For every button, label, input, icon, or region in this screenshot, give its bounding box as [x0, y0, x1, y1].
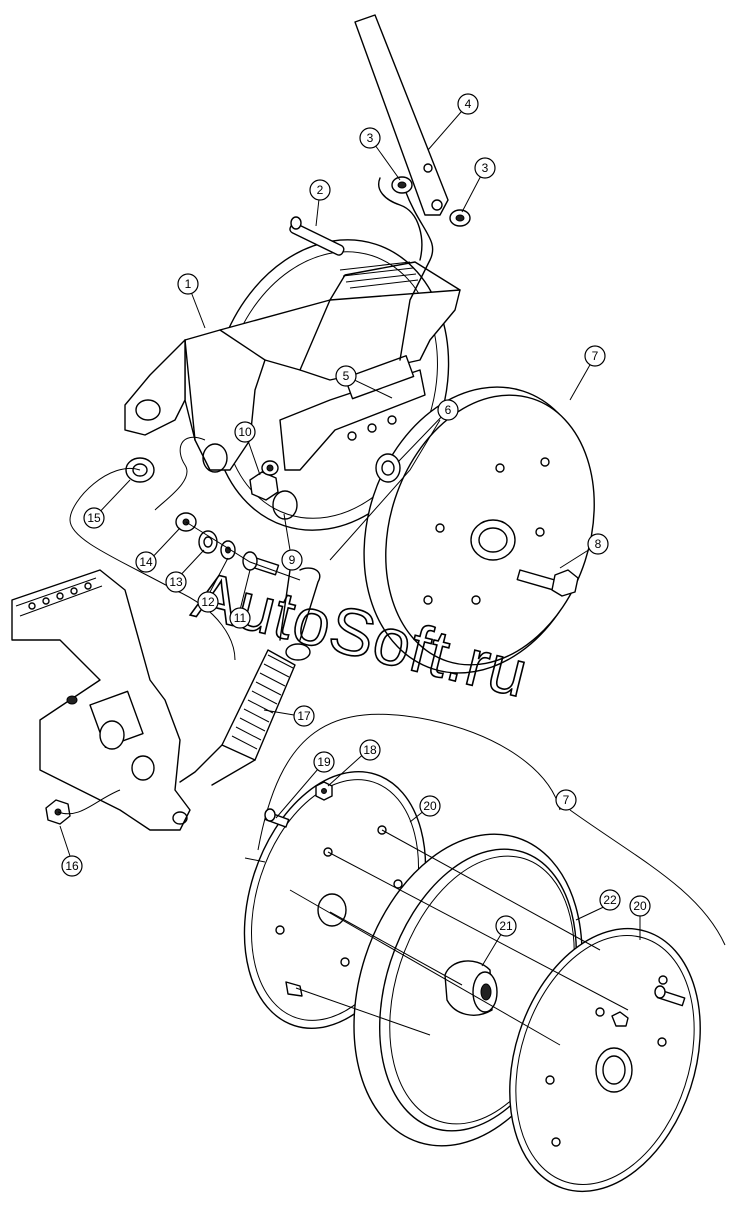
washer-part-13	[198, 530, 218, 554]
callout-5: 5	[335, 365, 357, 387]
callout-20-left: 20	[419, 795, 441, 817]
bushing-part-3-left	[391, 176, 413, 194]
washer-part-12	[220, 540, 236, 560]
callout-20-right: 20	[629, 895, 651, 917]
bushing-part-3-right	[449, 209, 471, 227]
bearing-part-21	[444, 960, 498, 1016]
svg-text:21: 21	[499, 919, 513, 933]
svg-text:20: 20	[423, 799, 437, 813]
frame-arm	[124, 261, 461, 520]
callout-17: 17	[293, 705, 315, 727]
bolt-part-19	[264, 808, 290, 828]
callout-16: 16	[61, 855, 83, 877]
callout-6: 6	[437, 399, 459, 421]
front-wheel-part-7	[363, 386, 595, 674]
assembly-paths-lower	[244, 829, 629, 1046]
callout-9: 9	[281, 549, 303, 571]
hub-disc-part-20-right	[509, 927, 701, 1193]
svg-text:11: 11	[234, 611, 247, 625]
callout-3-left: 3	[359, 127, 381, 149]
callout-13: 13	[165, 571, 187, 593]
svg-text:8: 8	[595, 537, 602, 551]
svg-text:14: 14	[139, 555, 153, 569]
callout-14: 14	[135, 551, 157, 573]
svg-text:3: 3	[482, 161, 489, 175]
assembly-paths-upper	[69, 419, 441, 661]
callout-11: 11	[229, 607, 251, 629]
svg-text:18: 18	[363, 743, 377, 757]
svg-text:3: 3	[367, 131, 374, 145]
nut-part-16	[45, 789, 121, 825]
lower-bracket	[11, 569, 191, 831]
svg-text:2: 2	[317, 183, 324, 197]
callout-19: 19	[313, 751, 335, 773]
bolt-part-8	[516, 569, 579, 597]
callout-4: 4	[457, 93, 479, 115]
callout-7-upper: 7	[584, 345, 606, 367]
svg-text:12: 12	[201, 595, 215, 609]
svg-text:6: 6	[445, 403, 452, 417]
callout-8: 8	[587, 533, 609, 555]
spacer-part-6	[375, 453, 401, 483]
callout-22: 22	[599, 889, 621, 911]
svg-text:7: 7	[592, 349, 599, 363]
callout-15: 15	[83, 507, 105, 529]
svg-text:5: 5	[343, 369, 350, 383]
callout-2: 2	[309, 179, 331, 201]
nut-part-18	[315, 781, 333, 801]
svg-text:15: 15	[87, 511, 101, 525]
callout-3-right: 3	[474, 157, 496, 179]
lower-assembly-bracket	[257, 713, 726, 946]
svg-text:16: 16	[65, 859, 79, 873]
spring-part-17	[179, 567, 321, 786]
svg-text:9: 9	[289, 553, 296, 567]
svg-text:17: 17	[297, 709, 311, 723]
callout-12: 12	[197, 591, 219, 613]
svg-text:22: 22	[603, 893, 617, 907]
svg-text:7: 7	[563, 793, 570, 807]
pin-part-2	[289, 216, 345, 256]
svg-text:4: 4	[465, 97, 472, 111]
svg-text:19: 19	[317, 755, 331, 769]
callout-1: 1	[177, 273, 199, 295]
callout-18: 18	[359, 739, 381, 761]
bolt-right-disc	[654, 985, 686, 1007]
svg-text:20: 20	[633, 899, 647, 913]
svg-text:1: 1	[185, 277, 192, 291]
lever-part-4	[354, 14, 449, 361]
svg-text:10: 10	[238, 425, 252, 439]
callout-7-lower: 7	[555, 789, 577, 811]
svg-text:13: 13	[169, 575, 183, 589]
callout-21: 21	[495, 915, 517, 937]
callout-10: 10	[234, 421, 256, 443]
nut-part-10	[249, 460, 279, 501]
